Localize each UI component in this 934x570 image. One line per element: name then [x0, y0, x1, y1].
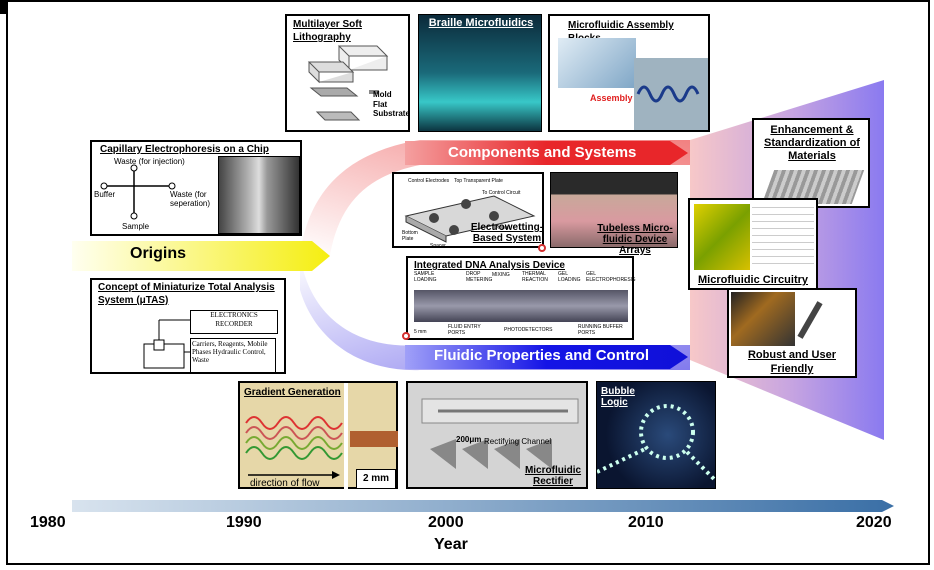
mtas-electronics: ELECTRONICS RECORDER: [190, 310, 278, 334]
mtas-schematic: [143, 319, 190, 369]
gradient-flow-label: direction of flow: [250, 478, 320, 489]
mab-assembled-image: [634, 58, 708, 130]
gradient-scale: 2 mm: [356, 469, 396, 489]
ce-title: Capillary Electrophoresis on a Chip: [100, 144, 269, 155]
tubeless-image: Tubeless Micro-fluidic Device Arrays: [550, 172, 678, 256]
mab-box: Microfluidic Assembly Blocks Assembly: [548, 14, 710, 132]
timeline-axis: [72, 500, 894, 512]
year-1990: 1990: [226, 514, 262, 531]
bubble-image: Bubble Logic: [596, 381, 717, 489]
msl-layers-diagram: [307, 45, 389, 121]
ce-buffer: Buffer: [94, 190, 116, 199]
dna-running-buffer: RUNNING BUFFER PORTS: [578, 324, 623, 336]
mtas-title: Concept of Miniaturize Total Analysis Sy…: [98, 282, 275, 306]
ce-box: Capillary Electrophoresis on a Chip Wast…: [90, 140, 302, 236]
components-label: Components and Systems: [448, 144, 637, 161]
dna-title: Integrated DNA Analysis Device: [414, 260, 565, 271]
robust-pipette-image: [797, 301, 823, 339]
mtas-box: Concept of Miniaturize Total Analysis Sy…: [90, 278, 286, 374]
dna-step-3: MIXING: [492, 272, 510, 278]
dna-step-6: GEL ELECTROPHORESIS: [586, 271, 636, 283]
ews-diagram: [404, 195, 536, 243]
ews-marker: [538, 244, 546, 252]
ce-sample: Sample: [122, 222, 150, 231]
mtas-carriers: Carriers, Reagents, Mobile Phases Hydrau…: [190, 338, 276, 374]
ce-waste-injection: Waste (for injection): [114, 157, 185, 166]
year-2020: 2020: [856, 514, 892, 531]
dna-step-1: SAMPLE LOADING: [414, 271, 437, 283]
year-2000: 2000: [428, 514, 464, 531]
circuitry-box: Microfluidic Circuitry: [688, 198, 818, 290]
ews-to-control: To Control Circuit: [482, 190, 521, 196]
rectifier-title: Microfluidic Rectifier: [524, 465, 582, 487]
corner-mark: [0, 0, 8, 14]
dna-step-2: DROP METERING: [466, 271, 493, 283]
ews-title: Electrowetting-Based System: [470, 222, 544, 244]
circuitry-title: Microfluidic Circuitry: [697, 274, 809, 286]
gradient-box: Gradient Generation direction of flow 2 …: [238, 381, 398, 491]
dna-scale: 5 mm: [414, 329, 427, 335]
rectifier-channel: Rectifying Channel: [484, 437, 552, 446]
fluidic-arrow: [405, 345, 688, 369]
msl-title: Multilayer Soft Lithography: [293, 19, 362, 43]
dna-box: Integrated DNA Analysis Device SAMPLE LO…: [406, 256, 636, 340]
dna-marker: [402, 332, 410, 340]
ews-box: Control Electrodes Top Transparent Plate…: [392, 172, 544, 249]
year-2010: 2010: [628, 514, 664, 531]
ews-control-electrodes: Control Electrodes: [408, 178, 450, 184]
gradient-network-diagram: [245, 383, 398, 491]
msl-box: Multilayer Soft Lithography Mold Flat Su…: [285, 14, 410, 132]
mab-blocks-image: [558, 38, 636, 88]
braille-title: Braille Microfluidics: [428, 17, 534, 29]
dna-step-5: GEL LOADING: [558, 271, 581, 283]
mab-assembly-label: Assembly: [590, 93, 633, 103]
circuitry-chip-image: [694, 204, 750, 270]
dna-step-4: THERMAL REACTION: [522, 271, 548, 283]
ews-bottom-plate: Bottom Plate: [402, 230, 418, 242]
circuitry-schematic-image: [752, 204, 814, 270]
robust-title: Robust and User Friendly: [747, 349, 836, 375]
axis-label: Year: [434, 536, 468, 553]
dna-photodetectors: PHOTODETECTORS: [504, 327, 553, 333]
dna-fluid-entry: FLUID ENTRY PORTS: [448, 324, 481, 336]
dna-device-image: [414, 290, 628, 322]
origins-arrow: [72, 241, 330, 271]
tubeless-title: Tubeless Micro-fluidic Device Arrays: [597, 223, 673, 256]
components-arrow: [405, 141, 688, 165]
gradient-title: Gradient Generation: [244, 387, 341, 398]
msl-flat: Flat Substrate: [373, 100, 410, 118]
rectifier-diagram: [421, 398, 579, 469]
robust-board-image: [731, 292, 795, 346]
year-1980: 1980: [30, 514, 66, 531]
bubble-title: Bubble Logic: [601, 386, 635, 408]
enh-box: Enhancement & Standardization of Materia…: [752, 118, 870, 208]
ews-spacer: Spacer: [430, 243, 446, 249]
origins-label: Origins: [130, 245, 187, 262]
braille-image: Braille Microfluidics: [418, 14, 542, 132]
ews-droplet: Droplet: [494, 225, 511, 231]
ce-waste-sep: Waste (for seperation): [170, 190, 211, 208]
figure-frame: [6, 0, 930, 565]
rectifier-box: 200μm Rectifying Channel Microfluidic Re…: [406, 381, 588, 489]
ce-sem-image: [218, 156, 300, 234]
enh-title: Enhancement & Standardization of Materia…: [764, 124, 860, 162]
ews-top-plate: Top Transparent Plate: [454, 178, 503, 184]
robust-box: Robust and User Friendly: [727, 288, 857, 378]
msl-mold: Mold: [373, 90, 392, 99]
upper-arc: [300, 140, 690, 255]
ce-cross-diagram: [100, 164, 176, 220]
rectifier-scale: 200μm: [456, 435, 482, 444]
fluidic-label: Fluidic Properties and Control: [434, 347, 650, 364]
